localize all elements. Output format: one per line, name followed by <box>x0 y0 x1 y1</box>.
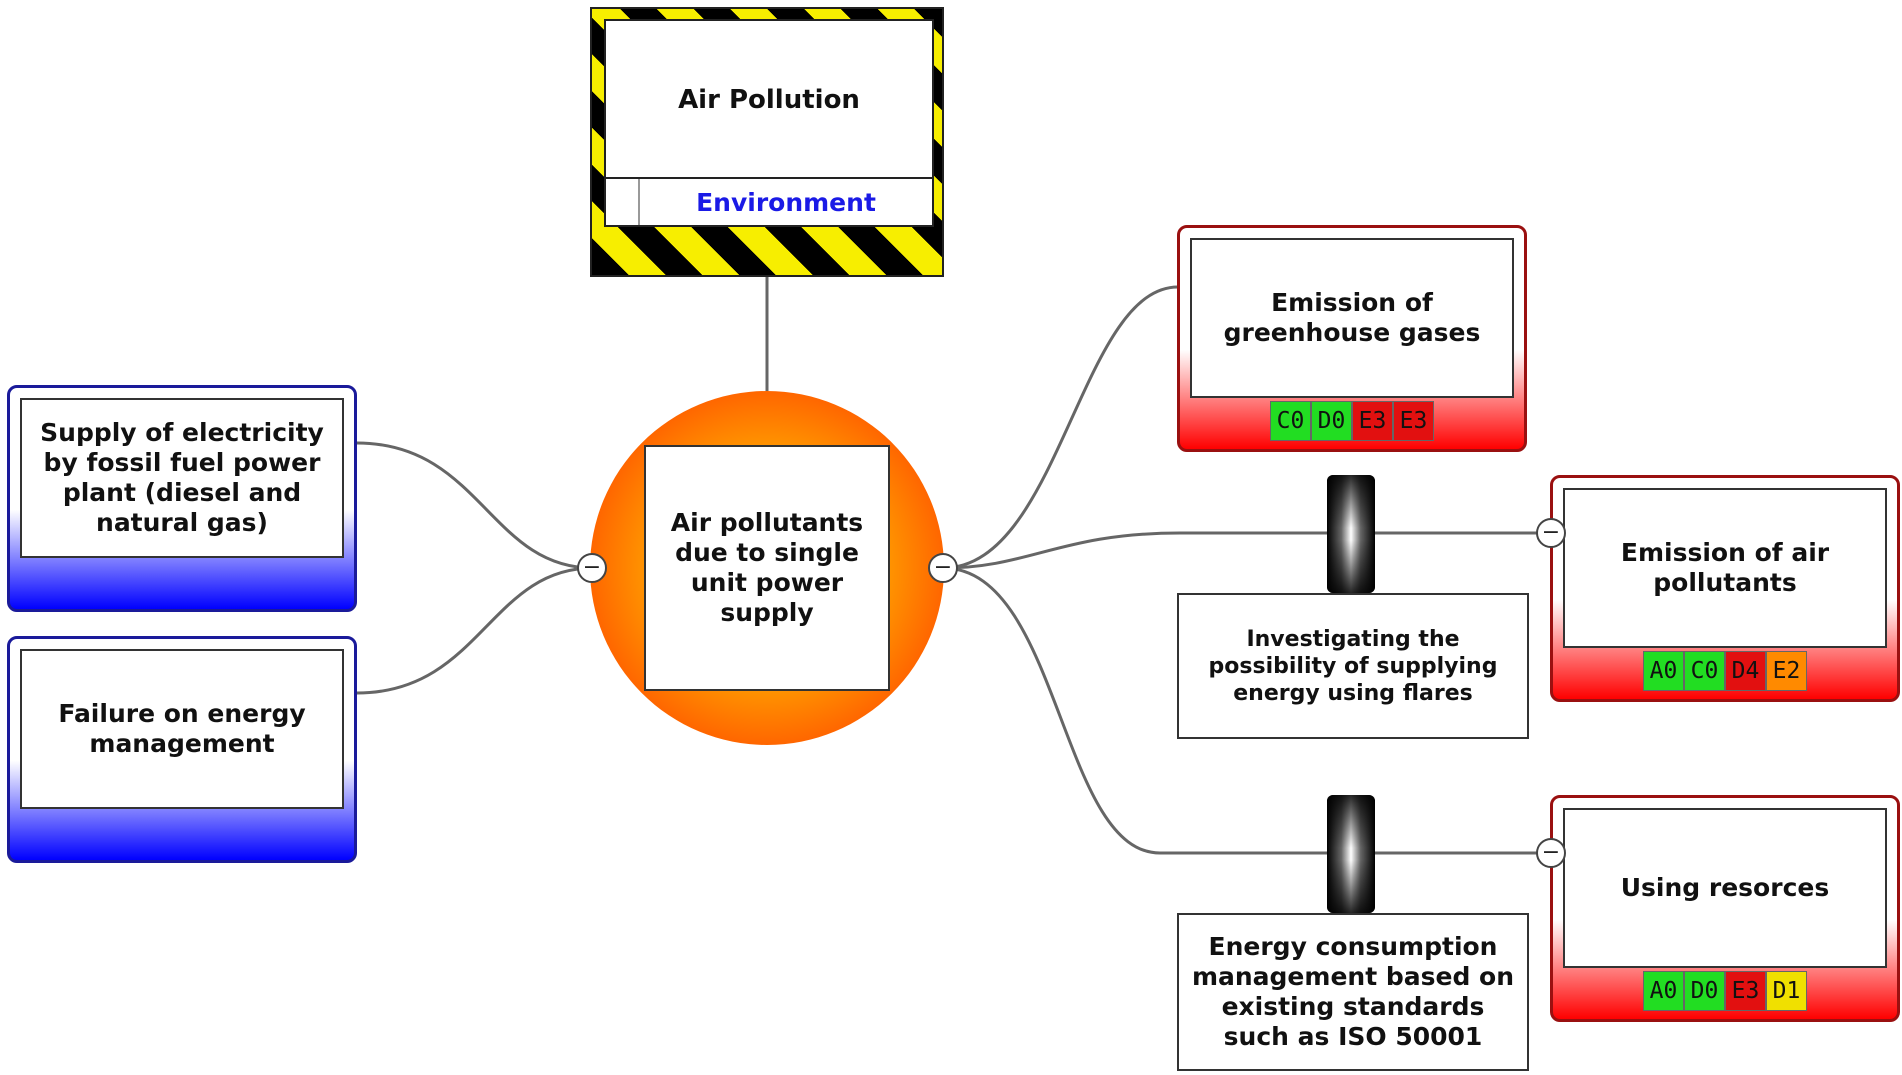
risk-badges: A0 D0 E3 D1 <box>1553 971 1897 1011</box>
threat-node-2[interactable]: Failure on energy management <box>7 636 357 863</box>
category-swatch <box>606 179 640 225</box>
threat-label: Supply of electricity by fossil fuel pow… <box>20 398 344 558</box>
risk-badge: E3 <box>1352 401 1393 441</box>
risk-badge: E3 <box>1393 401 1434 441</box>
top-event-label: Air pollutants due to single unit power … <box>644 445 890 691</box>
risk-badge: E3 <box>1725 971 1766 1011</box>
risk-badge: D0 <box>1684 971 1725 1011</box>
consequence-label: Emission of greenhouse gases <box>1190 238 1514 398</box>
risk-badge: D0 <box>1311 401 1352 441</box>
hazard-category: Environment <box>696 187 876 217</box>
barrier-post-2[interactable] <box>1327 795 1375 913</box>
risk-badges: A0 C0 D4 E2 <box>1553 651 1897 691</box>
consequence-label: Emission of air pollutants <box>1563 488 1887 648</box>
risk-badge: C0 <box>1684 651 1725 691</box>
consequence-label: Using resorces <box>1563 808 1887 968</box>
barrier-label-1: Investigating the possibility of supplyi… <box>1177 593 1529 739</box>
threat-node-1[interactable]: Supply of electricity by fossil fuel pow… <box>7 385 357 612</box>
barrier-post-1[interactable] <box>1327 475 1375 593</box>
risk-badge: D1 <box>1766 971 1807 1011</box>
threat-label: Failure on energy management <box>20 649 344 809</box>
consequence-node-1[interactable]: Emission of greenhouse gases C0 D0 E3 E3 <box>1177 225 1527 452</box>
risk-badge: C0 <box>1270 401 1311 441</box>
hazard-node[interactable]: Air Pollution Environment <box>590 7 944 277</box>
collapse-threats-icon[interactable]: − <box>577 553 607 583</box>
barrier-label-2: Energy consumption management based on e… <box>1177 913 1529 1071</box>
collapse-consequence-2-icon[interactable]: − <box>1536 518 1566 548</box>
risk-badge: D4 <box>1725 651 1766 691</box>
risk-badge: A0 <box>1643 971 1684 1011</box>
hazard-title: Air Pollution <box>604 19 934 181</box>
risk-badges: C0 D0 E3 E3 <box>1180 401 1524 441</box>
collapse-consequences-icon[interactable]: − <box>928 553 958 583</box>
collapse-consequence-3-icon[interactable]: − <box>1536 838 1566 868</box>
hazard-category-row: Environment <box>604 177 934 227</box>
consequence-node-3[interactable]: Using resorces A0 D0 E3 D1 <box>1550 795 1900 1022</box>
risk-badge: E2 <box>1766 651 1807 691</box>
risk-badge: A0 <box>1643 651 1684 691</box>
top-event-node[interactable]: Air pollutants due to single unit power … <box>590 391 944 745</box>
consequence-node-2[interactable]: Emission of air pollutants A0 C0 D4 E2 <box>1550 475 1900 702</box>
